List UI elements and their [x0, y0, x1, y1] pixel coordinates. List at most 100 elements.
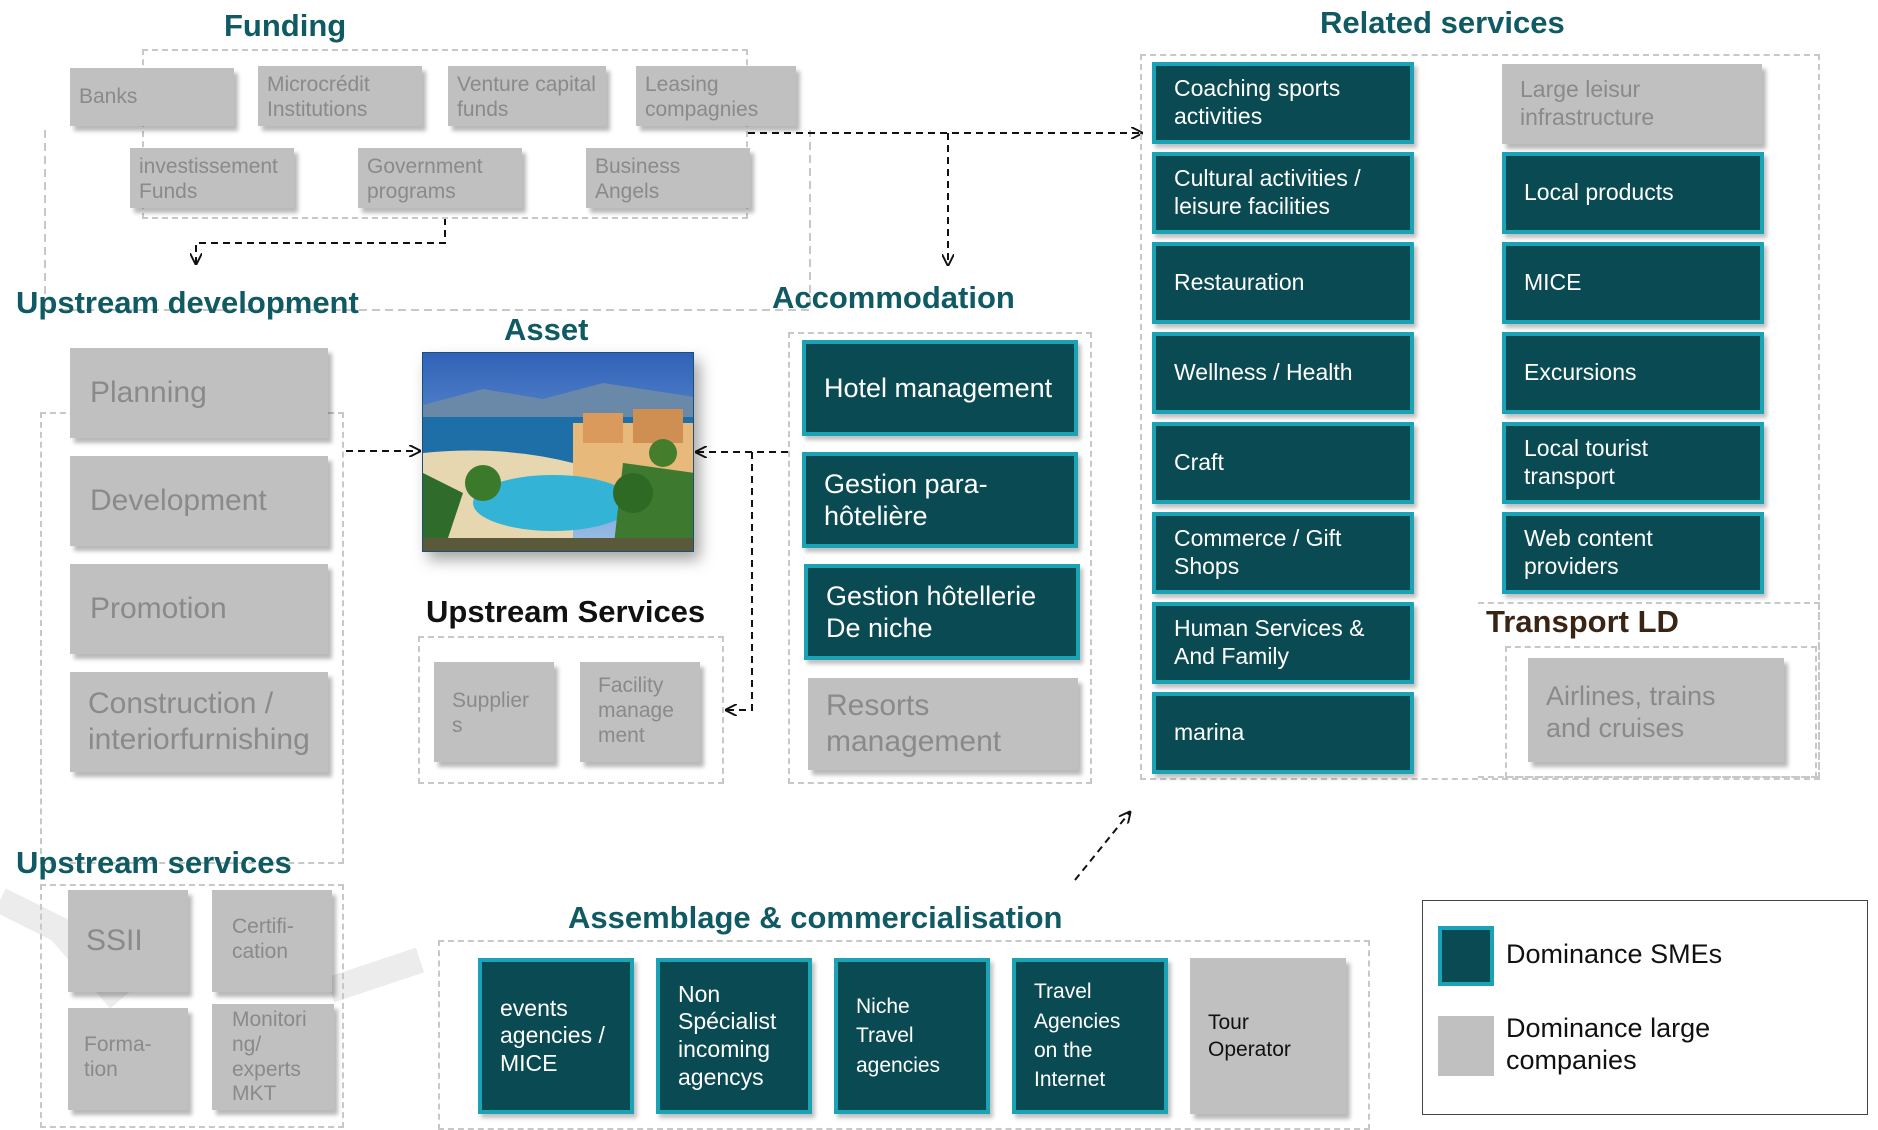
accommodation-niche: Gestion hôtellerie De niche	[804, 564, 1080, 660]
related-craft-label: Craft	[1174, 449, 1224, 476]
upstream-supplier: Supplier s	[434, 662, 554, 762]
transport-ld-title: Transport LD	[1486, 604, 1679, 639]
funding-banks-label: Banks	[79, 85, 138, 108]
related-restauration-label: Restauration	[1174, 269, 1305, 296]
upstream-monitoring-label: Monitori ng/ experts MKT	[232, 1008, 307, 1106]
transport-ld-frame	[1505, 646, 1817, 778]
upstream-facility-label: Facility manage ment	[598, 674, 674, 747]
upstream-construction: Construction / interiorfurnishing	[70, 672, 328, 772]
funding-frame	[142, 49, 748, 219]
accommodation-frame	[788, 332, 1092, 784]
legend-large-label: Dominance large companies	[1506, 1013, 1711, 1076]
assemblage-events: events agencies / MICE	[478, 958, 634, 1114]
legend-large-swatch	[1438, 1016, 1494, 1076]
funding-venture-capital: Venture capital funds	[448, 66, 606, 126]
assemblage-niche-label: Niche Travel agencies	[856, 994, 941, 1077]
related-restauration: Restauration	[1152, 242, 1414, 324]
funding-business-angels: Business Angels	[586, 148, 750, 208]
upstream-development-item: Development	[70, 456, 328, 546]
upstream-services-left-frame	[40, 884, 344, 1128]
transport-airlines-label: Airlines, trains and cruises	[1546, 681, 1716, 744]
frame-funding-upstream	[44, 130, 811, 311]
assemblage-title: Assemblage & commercialisation	[568, 900, 1063, 935]
legend-sme-label: Dominance SMEs	[1506, 939, 1723, 969]
accommodation-resorts-label: Resorts management	[826, 689, 1002, 758]
related-mice: MICE	[1502, 242, 1764, 324]
accommodation-niche-label: Gestion hôtellerie De niche	[826, 580, 1037, 643]
upstream-services-center-frame	[418, 636, 724, 784]
arrow-funding-upstream	[196, 218, 446, 264]
arrow-assemblage-related	[1074, 812, 1130, 881]
upstream-facility: Facility manage ment	[580, 662, 700, 762]
related-wellness-label: Wellness / Health	[1174, 359, 1353, 386]
related-commerce: Commerce / Gift Shops	[1152, 512, 1414, 594]
funding-banks: Banks	[70, 68, 234, 126]
upstream-services-center-title: Upstream Services	[426, 594, 706, 629]
assemblage-internet-label: Travel Agencies on the Internet	[1034, 980, 1121, 1092]
funding-government: Government programs	[358, 148, 522, 208]
related-mice-label: MICE	[1524, 269, 1582, 296]
funding-investissement-label: investissement Funds	[139, 155, 278, 204]
upstream-development-label: Development	[90, 484, 267, 517]
related-local-products: Local products	[1502, 152, 1764, 234]
related-excursions: Excursions	[1502, 332, 1764, 414]
accommodation-title: Accommodation	[772, 280, 1015, 315]
funding-venture-capital-label: Venture capital funds	[457, 73, 596, 122]
related-human-services: Human Services & And Family	[1152, 602, 1414, 684]
assemblage-internet: Travel Agencies on the Internet	[1012, 958, 1168, 1114]
related-local-products-label: Local products	[1524, 179, 1674, 206]
arrow-accommodation-upstream-services	[726, 452, 753, 710]
upstream-supplier-label: Supplier s	[452, 689, 530, 738]
upstream-certification-label: Certifi-cation	[232, 915, 294, 964]
related-large-leisur: Large leisur infrastructure	[1502, 64, 1762, 144]
assemblage-tour-operator-label: Tour Operator	[1208, 1010, 1291, 1061]
related-human-services-label: Human Services & And Family	[1174, 615, 1365, 669]
related-marina-label: marina	[1174, 719, 1245, 746]
upstream-formation: Forma-tion	[68, 1008, 188, 1110]
upstream-formation-label: Forma-tion	[84, 1033, 152, 1082]
assemblage-non-specialist-label: Non Spécialist incoming agencys	[678, 980, 777, 1090]
related-commerce-label: Commerce / Gift Shops	[1174, 525, 1342, 579]
related-local-transport: Local tourist transport	[1502, 422, 1764, 504]
related-wellness: Wellness / Health	[1152, 332, 1414, 414]
assemblage-tour-operator: Tour Operator	[1190, 958, 1346, 1114]
upstream-monitoring: Monitori ng/ experts MKT	[212, 1004, 334, 1110]
accommodation-para-hoteliere-label: Gestion para-hôtelière	[824, 468, 988, 531]
assemblage-events-label: events agencies / MICE	[500, 994, 605, 1076]
related-web-content-label: Web content providers	[1524, 525, 1653, 579]
upstream-ssii-label: SSII	[86, 924, 143, 957]
related-marina: marina	[1152, 692, 1414, 774]
related-excursions-label: Excursions	[1524, 359, 1637, 386]
assemblage-frame	[438, 940, 1370, 1130]
accommodation-resorts: Resorts management	[808, 678, 1078, 770]
assemblage-non-specialist: Non Spécialist incoming agencys	[656, 958, 812, 1114]
asset-title: Asset	[504, 312, 589, 347]
funding-microcredit-label: Microcrédit Institutions	[267, 73, 370, 122]
legend	[1422, 900, 1868, 1115]
related-web-content: Web content providers	[1502, 512, 1764, 594]
related-coaching-label: Coaching sports activities	[1174, 75, 1341, 129]
upstream-planning-label: Planning	[90, 376, 207, 409]
upstream-promotion-label: Promotion	[90, 592, 227, 625]
related-craft: Craft	[1152, 422, 1414, 504]
resort-photo-icon	[422, 352, 694, 552]
funding-leasing-label: Leasing compagnies	[645, 73, 759, 122]
upstream-planning: Planning	[70, 348, 328, 438]
upstream-promotion: Promotion	[70, 564, 328, 654]
upstream-construction-label: Construction / interiorfurnishing	[88, 687, 310, 756]
funding-microcredit: Microcrédit Institutions	[258, 66, 422, 126]
resort-photo-drawing	[423, 353, 693, 551]
legend-sme-swatch	[1438, 926, 1494, 986]
upstream-services-left-title: Upstream services	[16, 845, 292, 880]
related-local-transport-label: Local tourist transport	[1524, 435, 1649, 489]
accommodation-hotel-management: Hotel management	[802, 340, 1078, 436]
related-cultural-label: Cultural activities / leisure facilities	[1174, 165, 1361, 219]
funding-title: Funding	[224, 8, 347, 43]
upstream-certification: Certifi-cation	[212, 890, 332, 992]
upstream-ssii: SSII	[68, 890, 188, 992]
upstream-development-title: Upstream development	[16, 285, 359, 320]
funding-government-label: Government programs	[367, 155, 483, 204]
funding-leasing: Leasing compagnies	[636, 66, 796, 126]
funding-business-angels-label: Business Angels	[595, 155, 681, 204]
related-cultural: Cultural activities / leisure facilities	[1152, 152, 1414, 234]
